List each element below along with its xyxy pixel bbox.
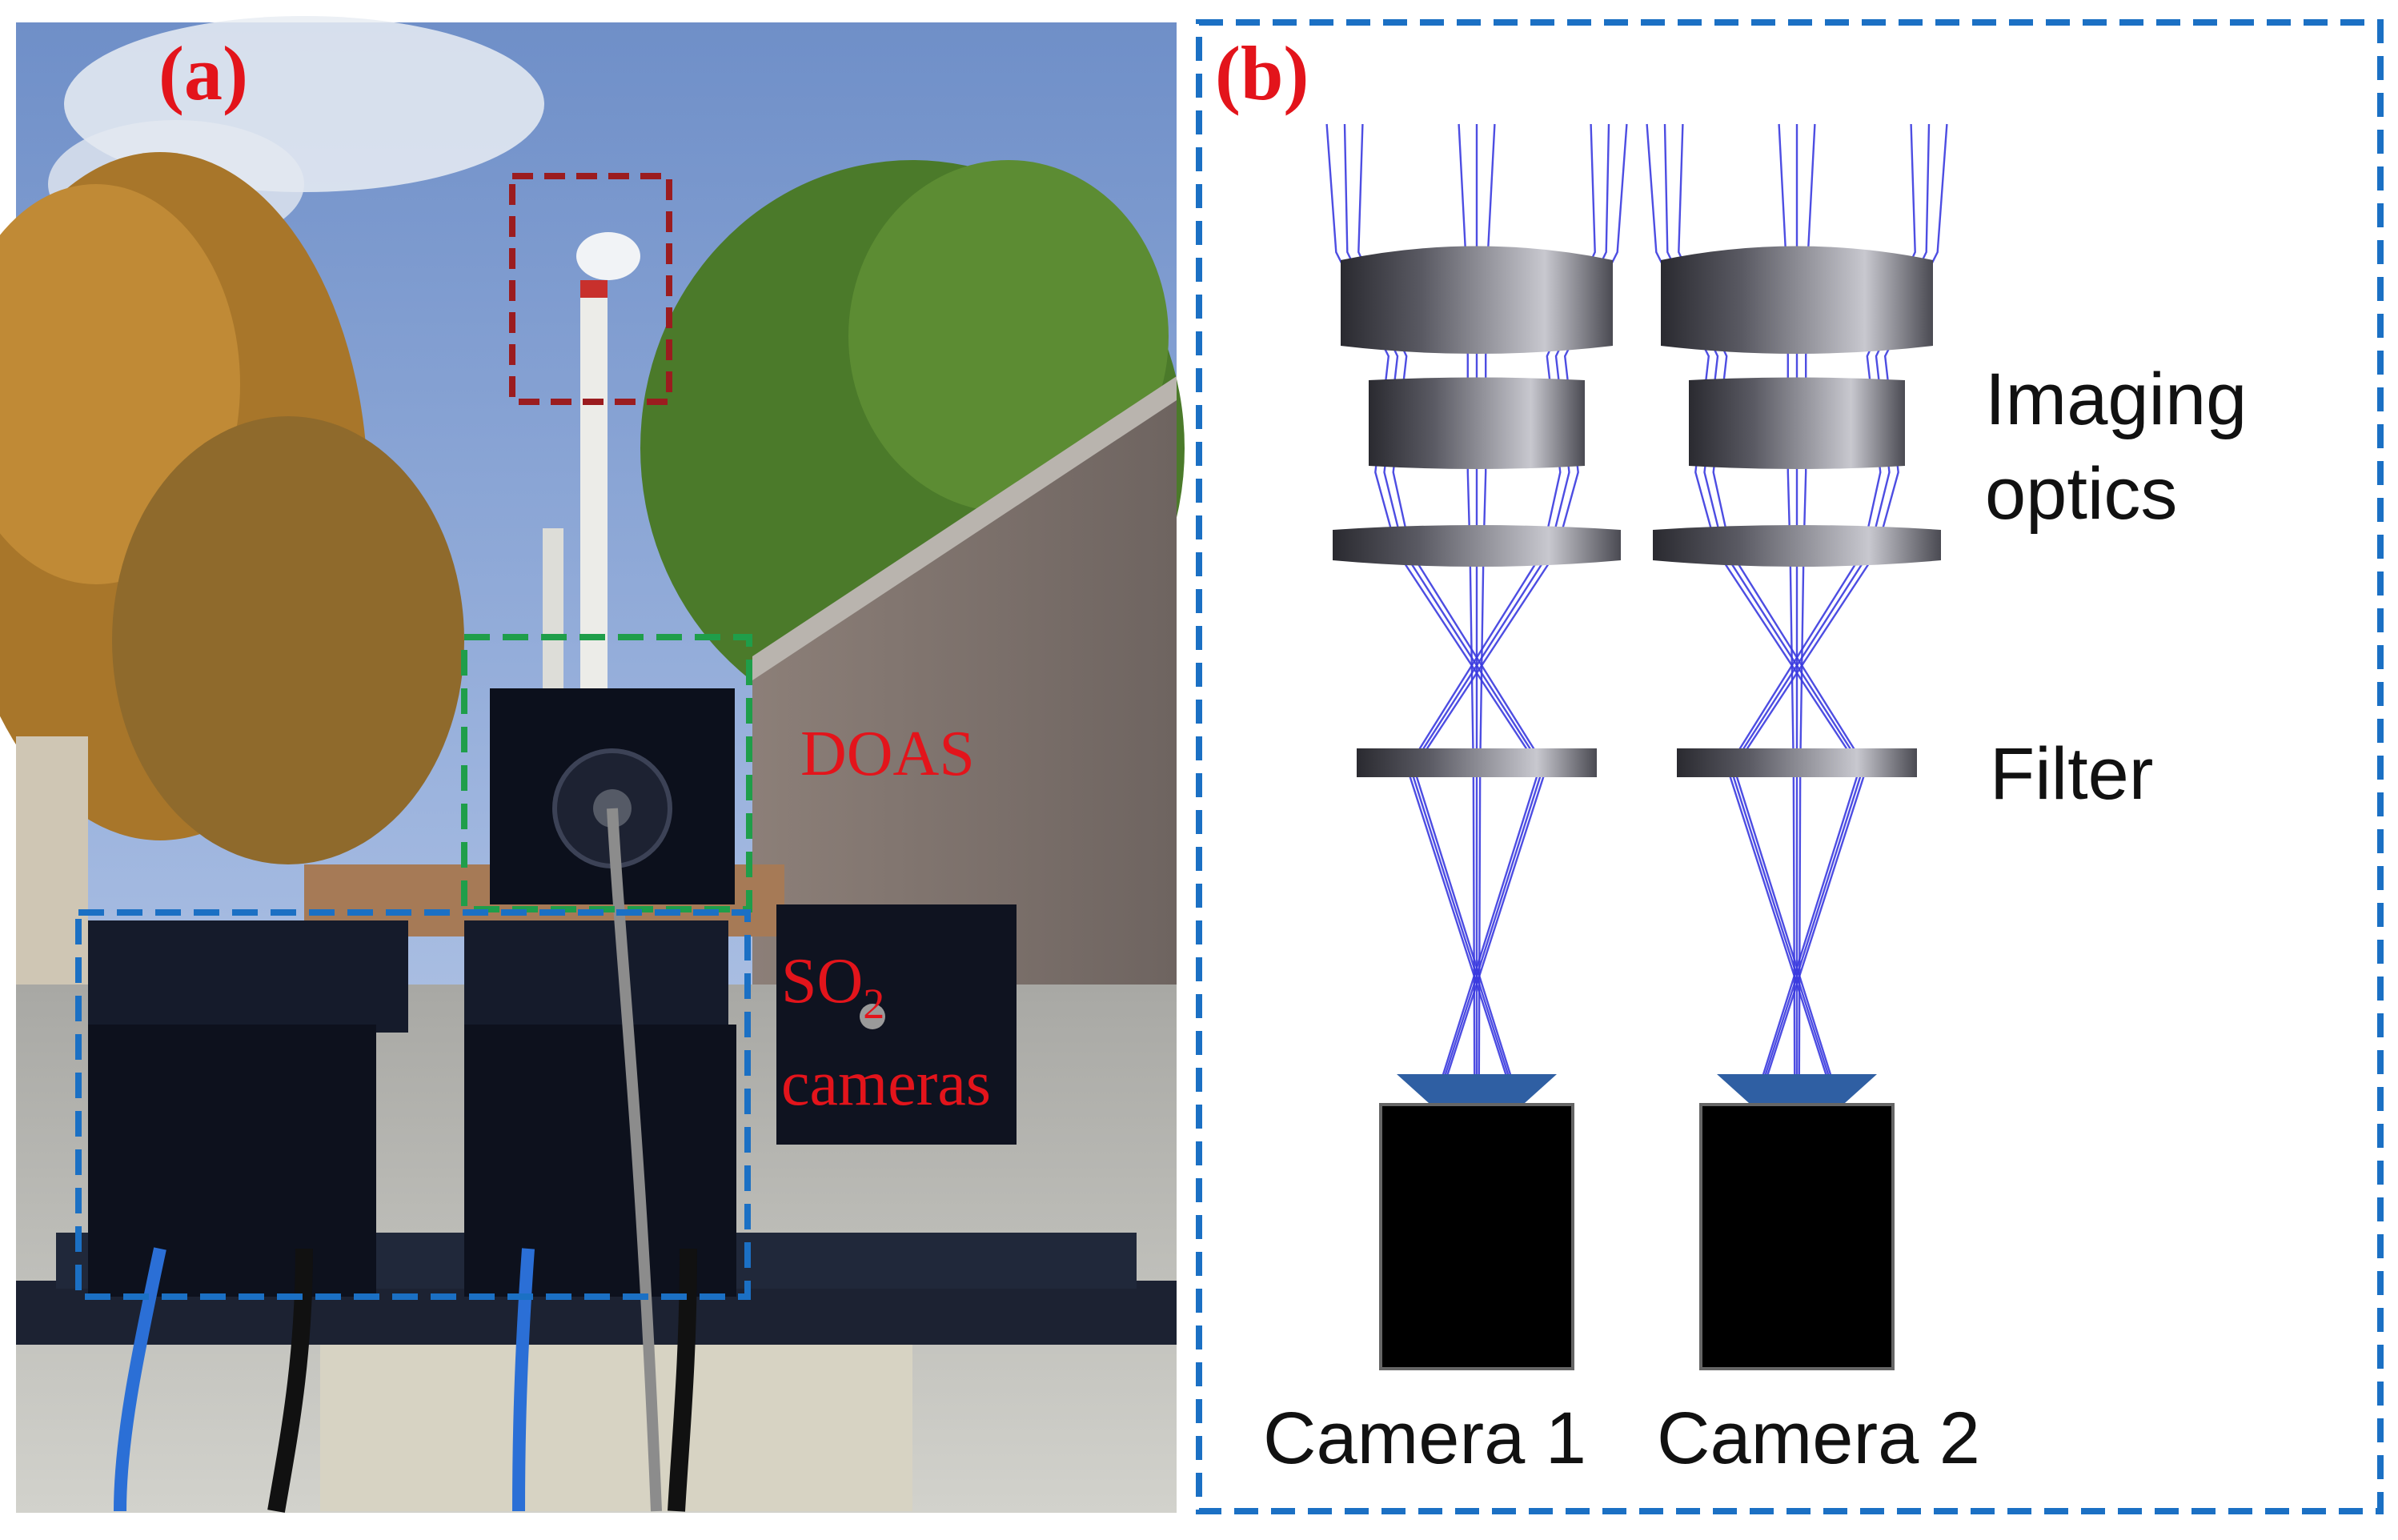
lens-1 xyxy=(1661,246,1933,354)
doas-label: DOAS xyxy=(800,719,975,789)
lens-2 xyxy=(1689,377,1905,469)
camera-body xyxy=(88,1025,376,1297)
network-cable xyxy=(512,1248,535,1512)
optical-train xyxy=(1333,246,1941,1370)
wall-coping xyxy=(752,376,1177,680)
camera-2-body xyxy=(1699,1103,1895,1370)
chimney xyxy=(580,280,608,728)
lens-3 xyxy=(1653,525,1941,567)
lens-port xyxy=(860,1004,885,1029)
imaging-optics-label-line2: optics xyxy=(1985,453,2177,535)
lens-2 xyxy=(1369,377,1585,469)
camera-1-label: Camera 1 xyxy=(1263,1398,1586,1479)
imaging-optics-label-line1: Imaging xyxy=(1985,359,2247,440)
tree-autumn xyxy=(112,416,464,864)
so2-label-subscript: 2 xyxy=(863,980,884,1028)
camera-body xyxy=(464,920,728,1033)
so2-cameras-region-box xyxy=(75,909,751,1300)
chimney-band xyxy=(580,280,608,298)
panel-a-label: (a) xyxy=(158,30,248,116)
cameras-label: cameras xyxy=(781,1049,991,1119)
lens-1 xyxy=(1341,246,1613,354)
detector-window xyxy=(1717,1074,1877,1103)
power-cable xyxy=(668,1248,697,1512)
panel-b-label: (b) xyxy=(1215,30,1309,116)
optical-fiber xyxy=(607,808,662,1512)
filter xyxy=(1357,748,1597,777)
camera-2-label: Camera 2 xyxy=(1657,1398,1980,1479)
smoke-plume xyxy=(576,232,640,280)
camera-body xyxy=(88,920,408,1033)
panel-a-photo: (a) DOAS SO2 cameras xyxy=(0,16,1185,1513)
plume-region-box xyxy=(509,173,672,405)
so2-label-main: SO xyxy=(781,946,863,1017)
so2-label: SO2 xyxy=(781,946,884,1028)
table-stand xyxy=(320,1345,912,1511)
doas-region-box xyxy=(461,634,752,912)
power-cable xyxy=(267,1248,313,1513)
network-cable xyxy=(114,1247,166,1512)
panel-b-diagram: (b) Imaging optics Filter Camera 1 Camer… xyxy=(1196,19,2384,1514)
tree-green xyxy=(848,160,1169,512)
camera-body xyxy=(776,904,1017,1145)
camera-1-body xyxy=(1379,1103,1574,1370)
filter-label: Filter xyxy=(1990,733,2153,815)
lens-3 xyxy=(1333,525,1621,567)
detector-window xyxy=(1397,1074,1557,1103)
brick-wall xyxy=(752,392,1177,1057)
filter xyxy=(1677,748,1917,777)
